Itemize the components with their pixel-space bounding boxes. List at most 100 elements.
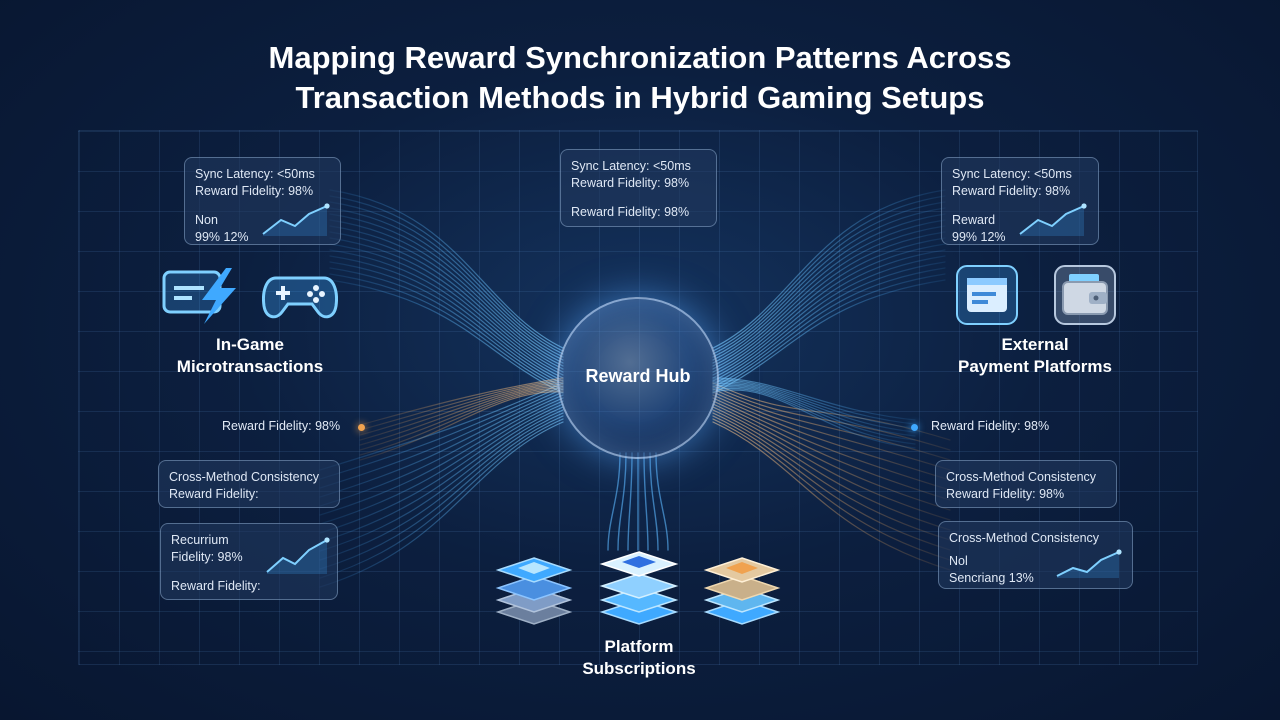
metrics-panel-mid-left: Cross-Method Consistency Reward Fidelity… xyxy=(158,460,340,508)
panel-text: Reward Fidelity: 98% xyxy=(195,184,314,198)
panel-text: Cross-Method Consistency xyxy=(169,470,320,484)
flow-line-left-upper xyxy=(329,189,564,349)
flow-line-right-mid xyxy=(712,387,916,445)
flow-line-right-upper xyxy=(712,243,946,376)
flow-line-vertical xyxy=(607,452,621,551)
node-label-external-payment-platforms: External Payment Platforms xyxy=(925,334,1145,378)
reward-hub-sphere xyxy=(557,297,719,459)
flow-line-left-lower xyxy=(319,415,564,570)
node-label-line: Payment Platforms xyxy=(958,357,1112,376)
flow-line-vertical xyxy=(617,452,627,551)
fidelity-label-right: Reward Fidelity: 98% xyxy=(931,419,1050,433)
flow-line-right-upper xyxy=(712,249,946,379)
flow-line-vertical xyxy=(649,452,659,551)
flow-line-left-orange xyxy=(359,381,564,436)
flow-line-left-lower xyxy=(319,385,564,480)
flow-line-left-lower xyxy=(319,397,564,516)
flow-line-left-lower xyxy=(319,421,564,588)
flow-line-right-mid xyxy=(712,377,916,421)
trend-chart-icon xyxy=(262,203,330,236)
flow-line-left-upper xyxy=(329,213,564,361)
flow-line-left-lower xyxy=(319,418,564,579)
flow-line-right-upper xyxy=(712,195,946,352)
flow-line-right-upper xyxy=(712,231,946,370)
flow-line-left-upper xyxy=(329,201,564,355)
node-label-platform-subscriptions: Platform Subscriptions xyxy=(539,636,739,680)
flow-line-left-upper xyxy=(329,261,564,385)
flow-line-right-orange xyxy=(712,406,951,521)
fidelity-label-left: Reward Fidelity: 98% xyxy=(222,419,341,433)
flow-line-right-orange xyxy=(712,409,951,531)
panel-text: Non xyxy=(195,213,218,227)
flow-line-right-orange xyxy=(712,385,951,451)
node-label-in-game-microtransactions: In-Game Microtransactions xyxy=(140,334,360,378)
flow-line-right-mid xyxy=(712,384,916,437)
flow-line-right-orange xyxy=(712,400,951,501)
flow-line-right-upper xyxy=(712,219,946,364)
flow-line-right-upper xyxy=(712,201,946,355)
flow-line-left-orange xyxy=(359,385,564,446)
flow-line-right-upper xyxy=(712,207,946,358)
flow-line-left-lower xyxy=(319,409,564,552)
panel-text: 99% 12% xyxy=(195,230,249,244)
flow-line-left-orange xyxy=(359,377,564,426)
node-label-line: Platform xyxy=(604,637,674,656)
payment-window-icon xyxy=(956,265,1018,325)
flow-line-left-upper xyxy=(329,231,564,370)
node-label-line: External xyxy=(1001,335,1069,354)
flow-line-right-mid xyxy=(712,389,916,449)
flow-line-right-orange xyxy=(712,415,951,551)
panel-text: Recurrium xyxy=(171,533,229,547)
flow-line-right-orange xyxy=(712,421,951,571)
flow-line-left-lower xyxy=(319,412,564,561)
trend-chart-icon xyxy=(1056,549,1122,578)
node-label-line: Subscriptions xyxy=(582,659,696,678)
card-lightning-icon xyxy=(162,268,236,324)
flow-line-left-lower xyxy=(319,394,564,507)
metrics-panel-mid-right: Cross-Method Consistency Reward Fidelity… xyxy=(935,460,1117,508)
trend-chart-icon xyxy=(266,537,330,574)
panel-text: 99% 12% xyxy=(952,230,1006,244)
flow-line-right-upper xyxy=(712,255,946,382)
flow-line-right-mid xyxy=(712,379,916,425)
title-line-1: Mapping Reward Synchronization Patterns … xyxy=(268,40,1012,75)
reward-hub-label: Reward Hub xyxy=(585,366,691,386)
flow-endpoint-dot xyxy=(911,424,918,431)
flow-line-left-upper xyxy=(329,255,564,382)
flow-line-left-upper xyxy=(329,237,564,373)
panel-text: Reward Fidelity: 98% xyxy=(946,487,1065,501)
flow-line-right-upper xyxy=(712,279,946,394)
metrics-panel-top-left: Sync Latency: <50ms Reward Fidelity: 98%… xyxy=(184,157,341,245)
node-label-line: Microtransactions xyxy=(176,357,324,376)
flow-line-right-orange xyxy=(712,403,951,511)
flow-line-vertical xyxy=(627,452,633,551)
flow-line-right-upper xyxy=(712,225,946,367)
flow-line-left-orange xyxy=(359,387,564,451)
flow-line-right-upper xyxy=(712,237,946,373)
panel-text: Sync Latency: <50ms xyxy=(571,159,691,173)
metrics-panel-top-right: Sync Latency: <50ms Reward Fidelity: 98%… xyxy=(941,157,1099,245)
flow-line-right-orange xyxy=(712,391,951,471)
flow-line-left-lower xyxy=(319,403,564,534)
panel-text: Sencriang 13% xyxy=(949,571,1034,585)
flow-line-left-orange xyxy=(359,383,564,441)
title-line-2: Transaction Methods in Hybrid Gaming Set… xyxy=(295,80,985,115)
flow-line-left-lower xyxy=(319,400,564,525)
flow-line-right-orange xyxy=(712,397,951,491)
flow-line-left-upper xyxy=(329,219,564,364)
panel-text: Sync Latency: <50ms xyxy=(952,167,1072,181)
flow-line-left-upper xyxy=(329,207,564,358)
flow-line-left-upper xyxy=(329,249,564,379)
flow-line-left-upper xyxy=(329,267,564,388)
flow-line-right-upper xyxy=(712,261,946,385)
layer-stack-gold-icon xyxy=(703,557,781,625)
flow-line-right-upper xyxy=(712,213,946,361)
flow-line-left-upper xyxy=(329,243,564,376)
flow-line-vertical xyxy=(655,452,669,551)
metrics-panel-bottom-left: Recurrium Fidelity: 98% Reward Fidelity: xyxy=(160,523,338,600)
flow-line-vertical xyxy=(643,452,649,551)
wallet-icon xyxy=(1054,265,1116,325)
metrics-panel-top-center: Sync Latency: <50ms Reward Fidelity: 98%… xyxy=(560,149,717,227)
panel-text: Fidelity: 98% xyxy=(171,550,243,564)
